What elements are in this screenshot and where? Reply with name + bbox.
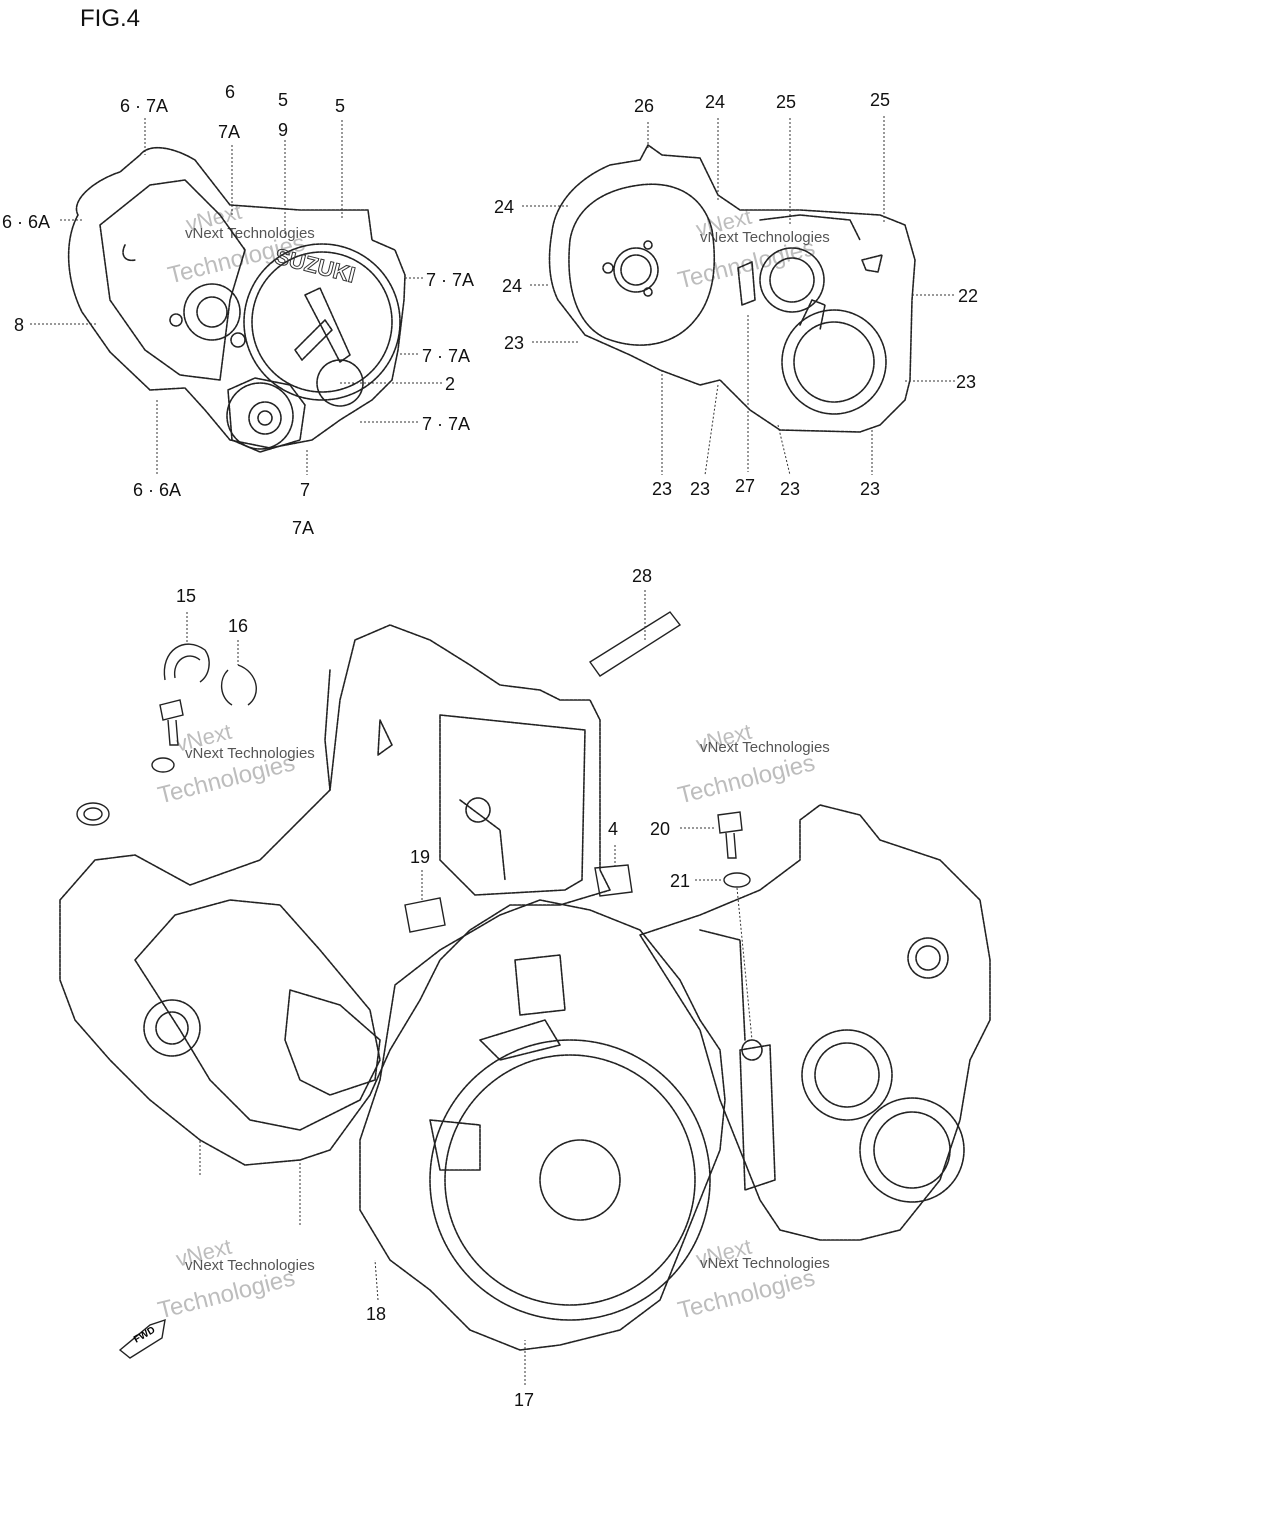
loose-parts: FWD: [76, 611, 751, 1359]
callout-label: 24: [502, 276, 522, 296]
watermark-text: vNext Technologies: [185, 745, 315, 762]
callout-label: 23: [504, 333, 524, 353]
callout-label: 23: [652, 479, 672, 499]
callout-label: 23: [860, 479, 880, 499]
callout-label: 5: [278, 90, 288, 110]
callout-label: 28: [632, 566, 652, 586]
callout-label: 25: [776, 92, 796, 112]
callout-label: 7A: [292, 518, 314, 538]
plate-28: [588, 611, 682, 677]
callout-label: 9: [278, 120, 288, 140]
callout-label: 4: [608, 819, 618, 839]
callout-label: 6 · 7A: [120, 96, 168, 116]
callout-label: 24: [705, 92, 725, 112]
callout-label: 7: [300, 480, 310, 500]
callout-label: 23: [780, 479, 800, 499]
callout-label: 25: [870, 90, 890, 110]
crankcase-assembly: [59, 624, 991, 1351]
callout-label: 16: [228, 616, 248, 636]
callout-label: 23: [690, 479, 710, 499]
callout-label: 8: [14, 315, 24, 335]
oil-seal-15: [163, 643, 210, 683]
callout-label: 23: [956, 372, 976, 392]
left-crankcase-cover: SUZUKI: [67, 146, 406, 453]
figure-title: FIG.4: [80, 5, 140, 32]
watermark-text: vNext Technologies: [700, 229, 830, 246]
dowel-pin-19: [404, 897, 446, 933]
callout-label: 21: [670, 871, 690, 891]
bolt-20: [717, 811, 743, 834]
callout-label: 24: [494, 197, 514, 217]
leader-lines: [30, 116, 955, 1385]
callout-label: 20: [650, 819, 670, 839]
watermark-technologies: Technologies: [675, 749, 817, 809]
watermark-technologies: Technologies: [675, 1264, 817, 1324]
callout-label: 7 · 7A: [422, 414, 470, 434]
watermark-text: vNext Technologies: [185, 225, 315, 242]
right-crankcase-cover: [548, 144, 916, 433]
callout-label: 6: [225, 82, 235, 102]
callout-label: 7A: [218, 122, 240, 142]
callout-label: 5: [335, 96, 345, 116]
watermark-text: vNext Technologies: [700, 1255, 830, 1272]
callout-label: 7 · 7A: [426, 270, 474, 290]
callout-label: 19: [410, 847, 430, 867]
callout-label: 27: [735, 476, 755, 496]
fwd-arrow-icon: [118, 1318, 166, 1359]
callout-label: 6 · 6A: [2, 212, 50, 232]
fwd-label: FWD: [132, 1325, 157, 1346]
callout-label: 22: [958, 286, 978, 306]
callout-label: 6 · 6A: [133, 480, 181, 500]
brand-mark: SUZUKI: [272, 243, 358, 287]
callout-label: 17: [514, 1390, 534, 1410]
callout-labels: 6 · 7A 6 7A 5 9 5 6 · 6A 7 · 7A 8 7 · 7A…: [2, 82, 978, 1410]
callout-label: 15: [176, 586, 196, 606]
watermark-text: vNext Technologies: [700, 739, 830, 756]
callout-label: 2: [445, 374, 455, 394]
dowel-pin-4: [594, 864, 633, 897]
callout-label: 26: [634, 96, 654, 116]
watermark-group: vNext Technologies vNext Technologies vN…: [155, 199, 830, 1325]
callout-label: 7 · 7A: [422, 346, 470, 366]
watermark-text: vNext Technologies: [185, 1257, 315, 1274]
circlip-16: [221, 664, 257, 706]
callout-label: 18: [366, 1304, 386, 1324]
washer-21: [723, 872, 751, 888]
